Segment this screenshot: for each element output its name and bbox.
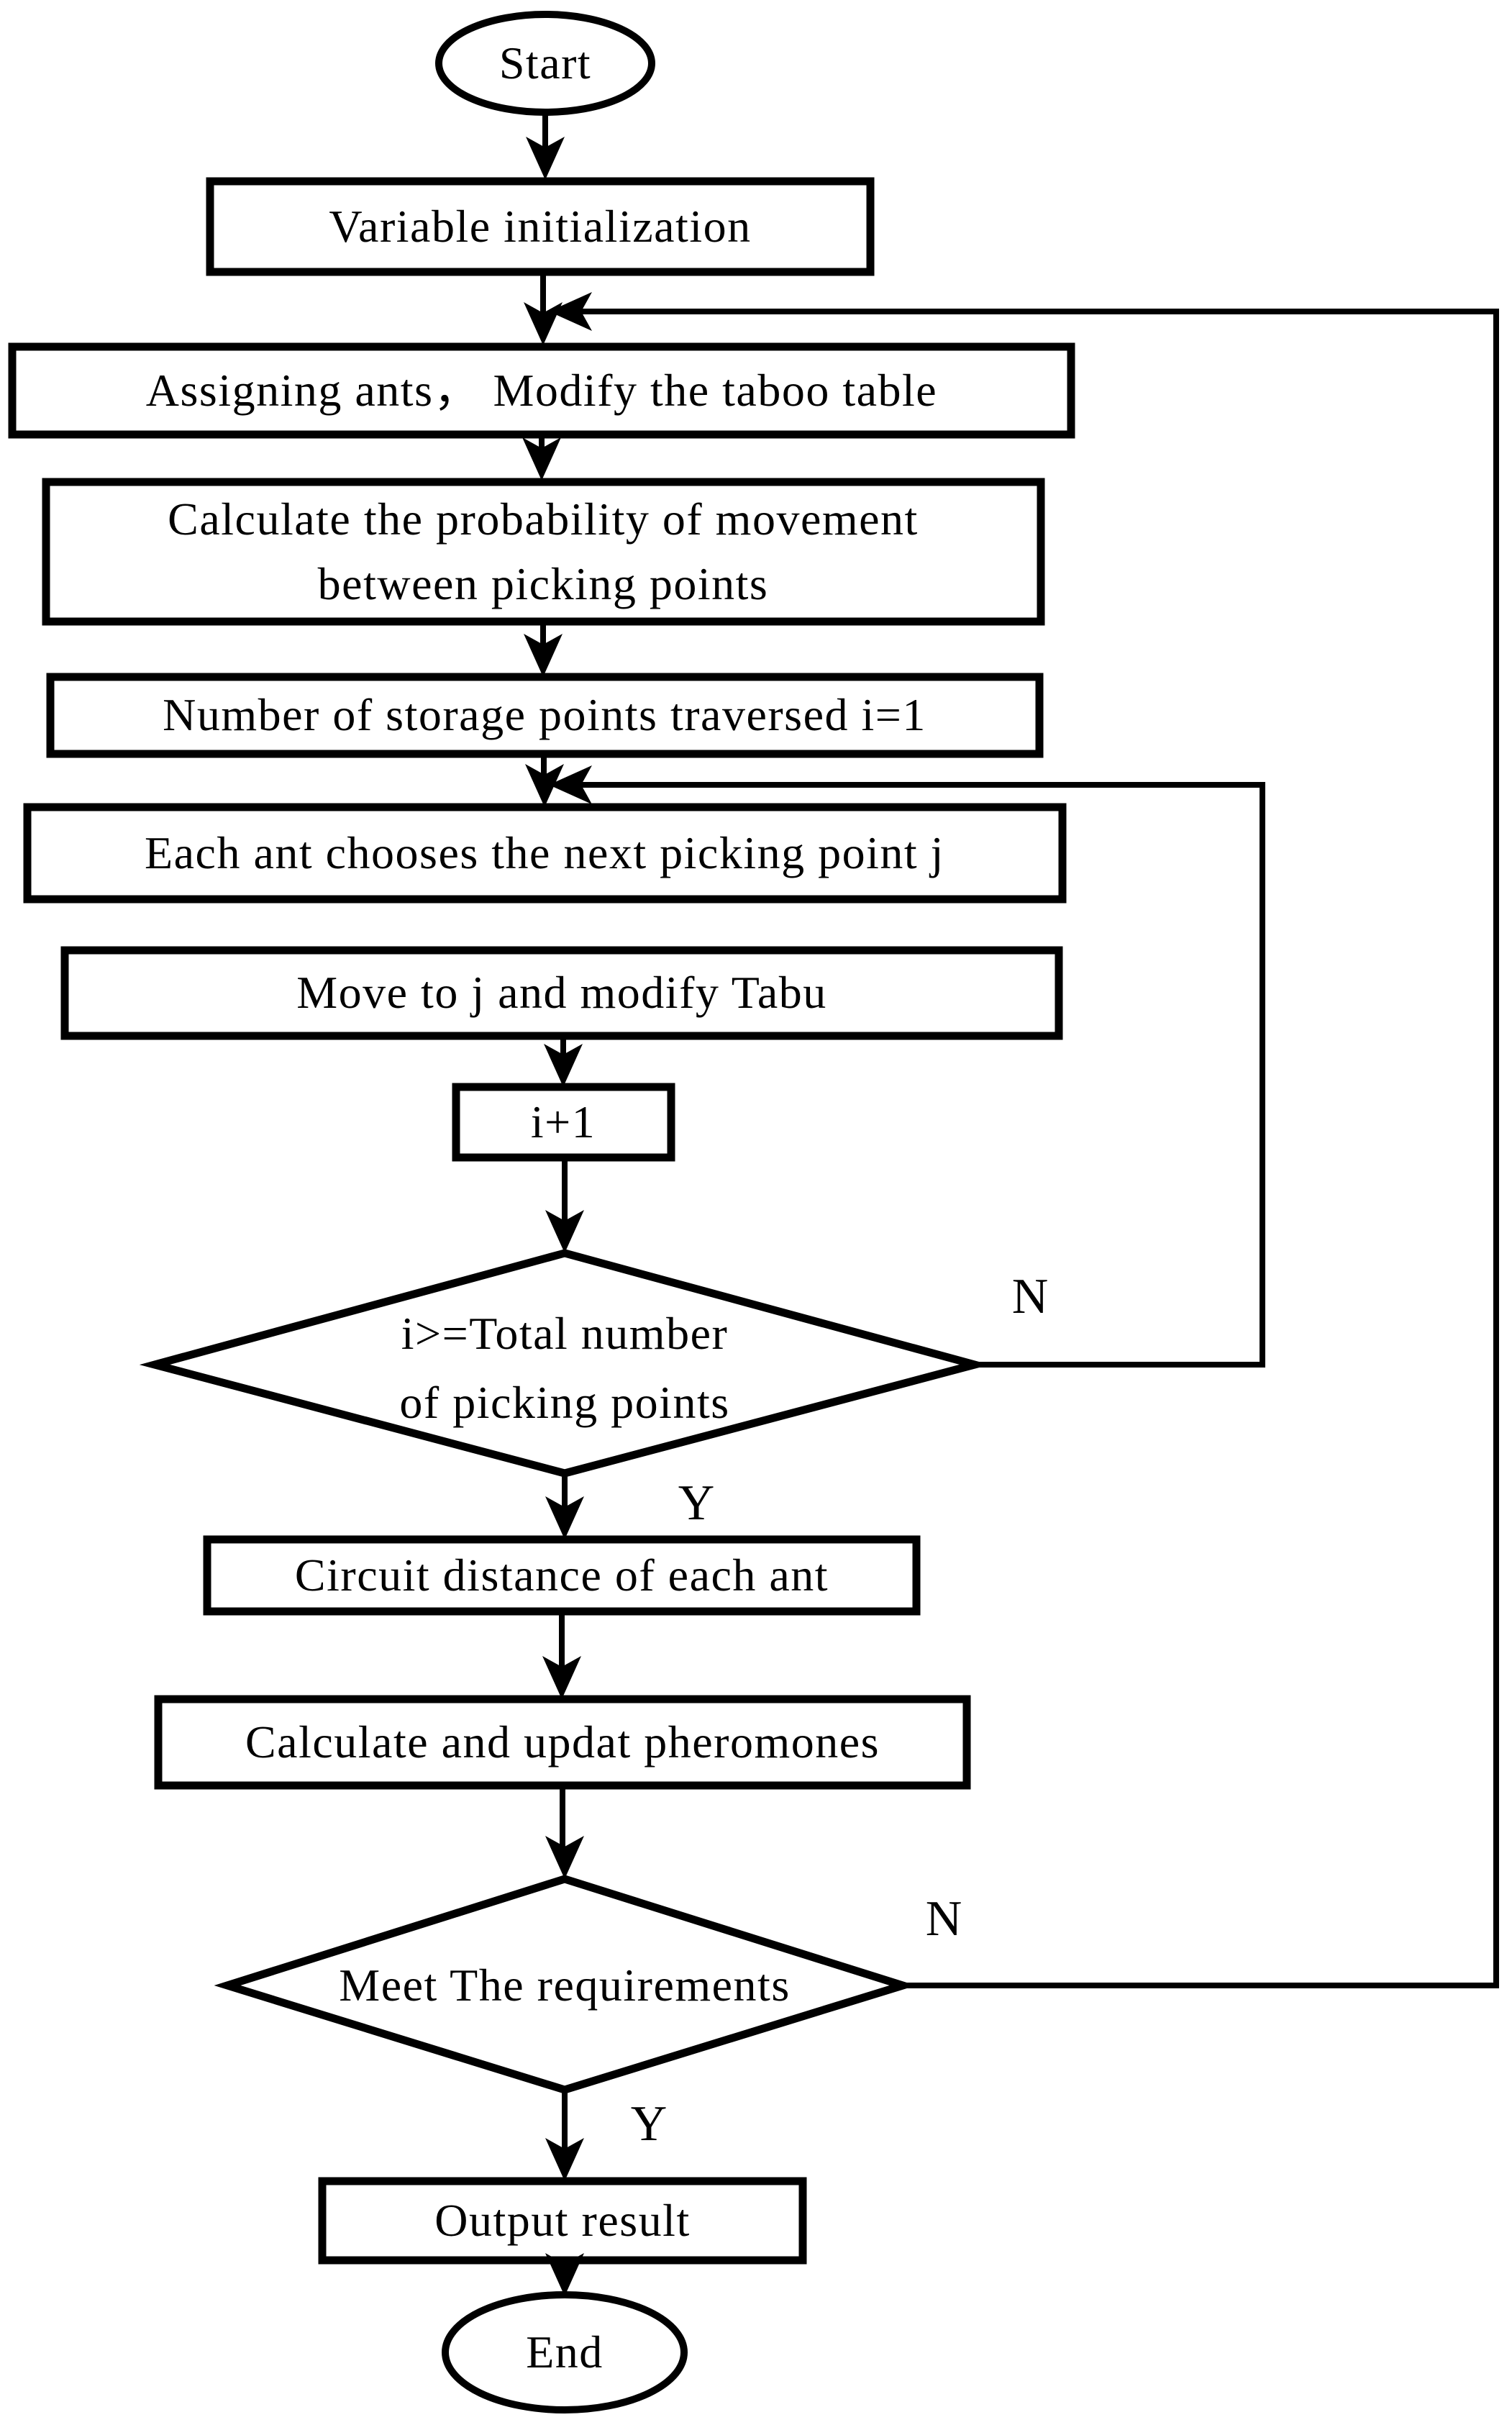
arrowhead-down-icon [526, 137, 565, 180]
loop-total-number-no [581, 782, 1265, 1368]
increment-i-label: i+1 [531, 1096, 596, 1147]
each-ant-label: Each ant chooses the next picking point … [145, 827, 944, 878]
nodes [8, 11, 1075, 2413]
arrowhead-down-icon [545, 2253, 584, 2296]
process-increment-i [452, 1083, 675, 1162]
branch-label-meet-no: N [926, 1891, 962, 1947]
branch-label-total-yes: Y [678, 1475, 715, 1531]
labels: Start Variable initialization Assigning … [145, 37, 1048, 2378]
decision-meet-label: Meet The requirements [339, 1960, 790, 2011]
branch-label-meet-yes: Y [631, 2096, 668, 2152]
end-label: End [526, 2326, 604, 2378]
arrowhead-down-icon [524, 634, 563, 677]
arrowhead-down-icon [544, 1044, 583, 1087]
decision-meet-requirements [214, 1875, 916, 2094]
decision-total-picking-points [139, 1249, 990, 1478]
start-label: Start [499, 37, 591, 88]
calculate-probability-line1: Calculate the probability of movement [168, 493, 919, 545]
process-circuit-distance [203, 1535, 921, 1616]
arrowhead-left-icon [549, 292, 592, 331]
arrowhead-down-icon [545, 1496, 584, 1539]
decision-total-line1: i>=Total number [401, 1308, 729, 1359]
process-move-to-j [60, 946, 1063, 1040]
arrowhead-down-icon [525, 764, 564, 807]
assigning-ants-label: Assigning ants， Modify the taboo table [146, 365, 937, 416]
update-pheromones-label: Calculate and updat pheromones [245, 1716, 880, 1767]
decision-total-line2: of picking points [399, 1377, 729, 1428]
process-calculate-probability [42, 478, 1045, 626]
variable-initialization-label: Variable initialization [329, 201, 751, 252]
circuit-distance-label: Circuit distance of each ant [295, 1550, 829, 1601]
arrowhead-down-icon [542, 1656, 581, 1699]
arrowhead-down-icon [545, 1210, 584, 1253]
storage-points-label: Number of storage points traversed i=1 [163, 689, 926, 740]
branch-label-total-no: N [1012, 1269, 1049, 1324]
move-to-j-label: Move to j and modify Tabu [296, 967, 827, 1018]
arrowhead-down-icon [522, 437, 561, 481]
process-assigning-ants [8, 342, 1075, 439]
terminator-start [435, 11, 655, 116]
arrowheads [522, 137, 592, 2296]
process-each-ant-chooses [23, 803, 1067, 904]
output-result-label: Output result [434, 2195, 690, 2246]
process-variable-initialization [206, 177, 875, 276]
process-update-pheromones [154, 1695, 971, 1790]
arrowhead-down-icon [545, 1836, 584, 1879]
process-storage-points-traversed [46, 673, 1044, 758]
arrowhead-down-icon [545, 2138, 584, 2181]
arrowhead-left-icon [549, 765, 592, 804]
loop-meet-requirements-no [581, 309, 1499, 1988]
calculate-probability-line2: between picking points [318, 558, 769, 609]
process-output-result [318, 2177, 807, 2265]
